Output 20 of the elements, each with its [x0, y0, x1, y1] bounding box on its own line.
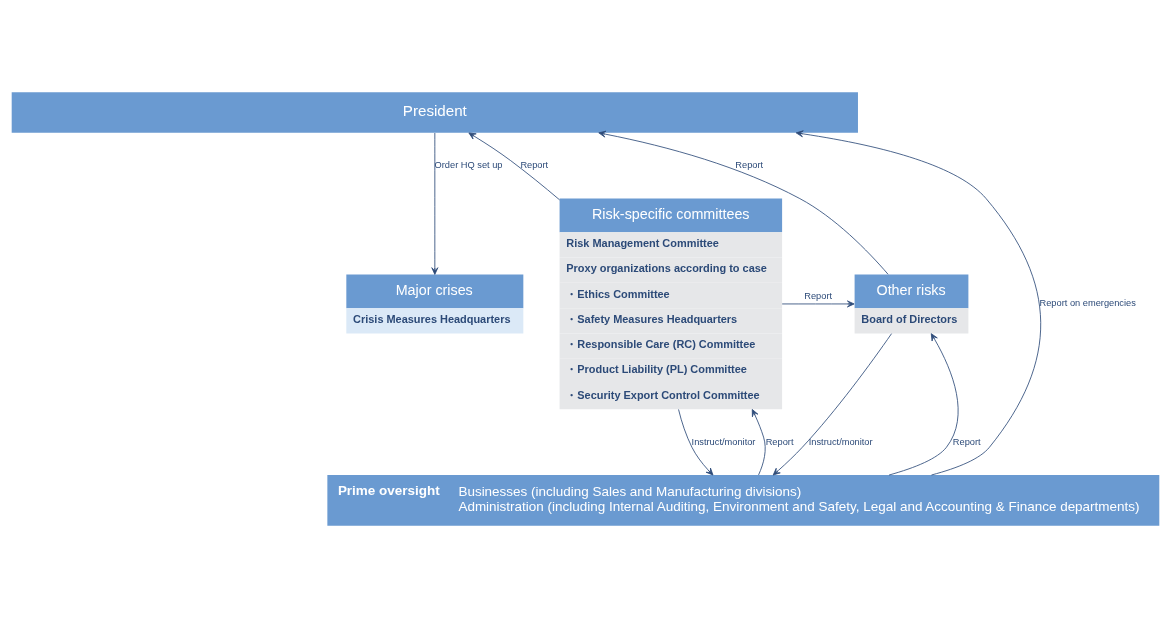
arrow — [678, 408, 714, 475]
arrow — [888, 332, 959, 475]
node-box: President — [11, 91, 858, 133]
edge-label: Report — [520, 159, 549, 170]
arrow — [751, 408, 766, 475]
arrow — [781, 300, 855, 307]
edge-label: Report — [804, 290, 833, 301]
edge-label: Report — [765, 436, 794, 447]
arrow — [772, 332, 892, 475]
arrow — [431, 132, 439, 275]
arrow — [468, 132, 560, 200]
arrow — [598, 130, 889, 275]
edge-label: Report — [735, 159, 764, 170]
edge-label: Order HQ set up — [434, 159, 503, 170]
edge-label: Report on emergencies — [1039, 297, 1136, 308]
arrow — [795, 129, 1042, 475]
edge-label: Report — [952, 436, 981, 447]
edge-label: Instruct/monitor — [808, 436, 873, 447]
edge-label: Instruct/monitor — [691, 436, 756, 447]
node-box: Prime oversight Businesses (including Sales and Manufacturing divisions) Administration (including Internal Auditing, Environment and Safety, Legal and Accounting & Finance departments) — [327, 474, 1160, 526]
